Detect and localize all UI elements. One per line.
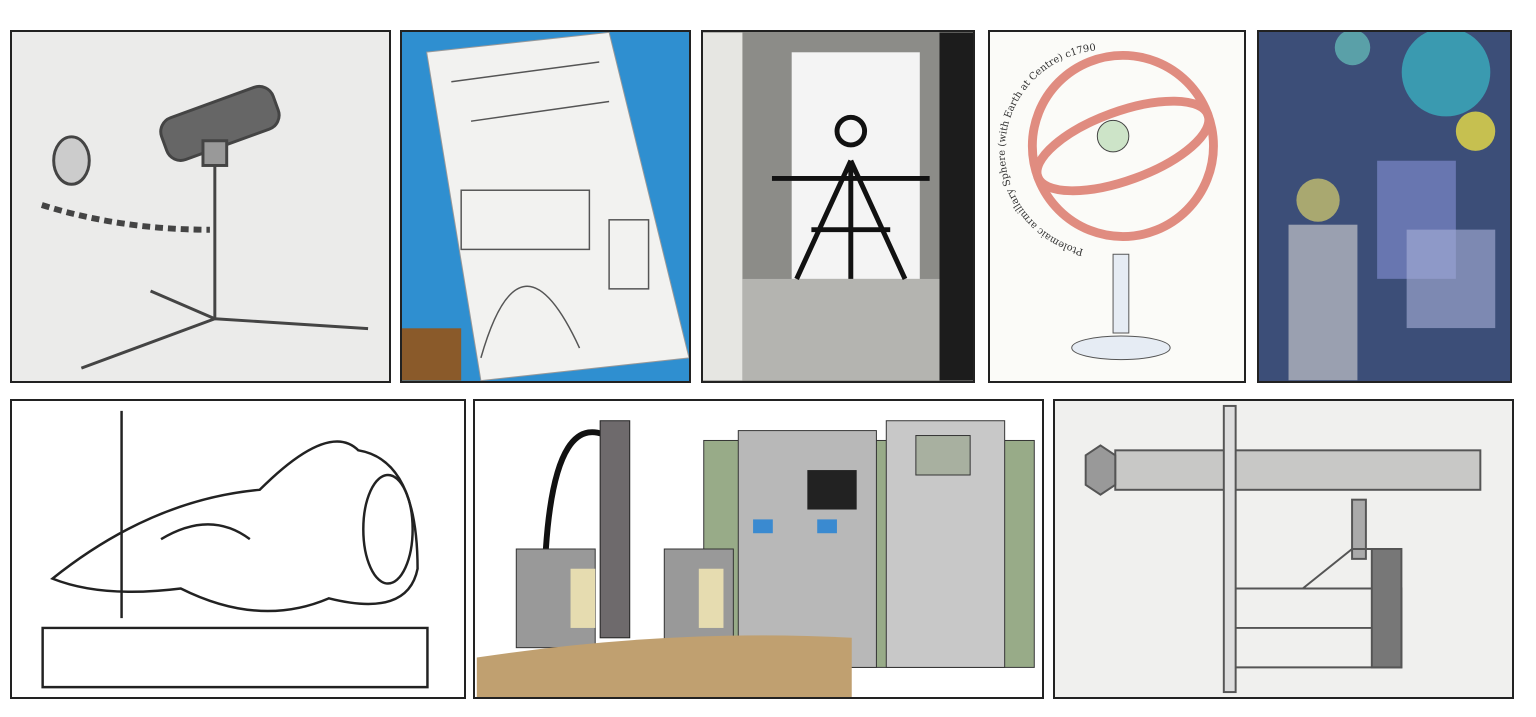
- artwork-theodolite-display: [701, 30, 975, 383]
- artwork-armillary-sphere: Ptolemaic armillary Sphere (with Earth a…: [988, 30, 1246, 383]
- artwork-gallery-sketchbook: [400, 30, 691, 383]
- artwork-telescope-sketch: [10, 30, 391, 383]
- artwork-collage-figure: [1257, 30, 1512, 383]
- artwork-sculpture-sketch: [10, 399, 466, 699]
- artwork-electron-microscope: [473, 399, 1044, 699]
- artwork-telescope-frame-drawing: [1053, 399, 1514, 699]
